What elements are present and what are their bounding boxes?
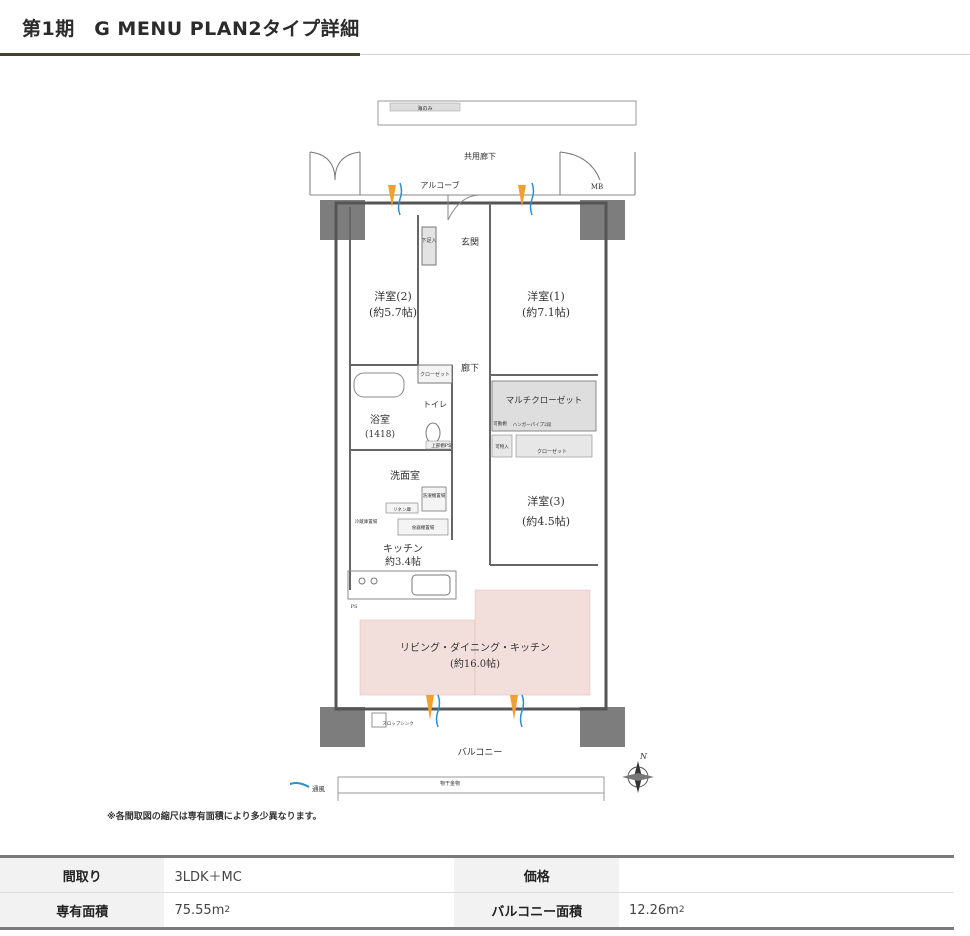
spec-row-1: 間取り 3LDK＋MC 価格 (0, 858, 954, 892)
label-kitchen-size: 約3.4帖 (385, 555, 421, 568)
wind-marker-top-left (388, 182, 403, 216)
area-value: 75.55m (174, 902, 225, 918)
label-ldk: リビング・ダイニング・キッチン (400, 641, 550, 654)
ldk-area-2 (474, 589, 591, 696)
label-movable-storage: 可物入 (495, 443, 509, 450)
label-room3: 洋室(3) (527, 494, 565, 508)
area-unit-sup: 2 (224, 905, 231, 915)
page-header: 第1期 G MENU PLAN2タイプ詳細 (0, 0, 970, 56)
floor-plan: 海のみ 共用廊下 アルコーブ MB 下足入 玄関 洋室(2) (約5.7 (204, 95, 670, 805)
wind-marker-top-right (518, 182, 535, 216)
label-dish: 食器棚置場 (412, 524, 435, 531)
legend-wind-icon (284, 782, 310, 788)
label-closet: クローゼット (420, 371, 450, 378)
label-bath-size: (1418) (365, 429, 395, 440)
compass-north: N (639, 752, 648, 761)
label-multi-closet: マルチクローゼット (506, 395, 583, 406)
legend-wind-label: 通風 (312, 784, 326, 793)
page-title: 第1期 G MENU PLAN2タイプ詳細 (22, 18, 360, 40)
layout-value: 3LDK＋MC (174, 869, 242, 885)
label-ps-kitchen: PS (351, 604, 358, 610)
label-hallway: 廊下 (461, 362, 479, 374)
compass-icon (622, 761, 654, 793)
header-divider (0, 54, 970, 55)
label-corridor: 共用廊下 (464, 151, 496, 161)
scale-note: ※各間取図の縮尺は専有面積により多少異なります。 (107, 812, 322, 822)
label-bath: 浴室 (370, 413, 390, 426)
label-balcony: バルコニー (458, 747, 503, 758)
label-ps-top: PS (445, 443, 452, 449)
balcony-unit-sup: 2 (678, 905, 685, 915)
label-room3-size: (約4.5帖) (522, 514, 570, 528)
label-clothes-hanger: 物干金物 (440, 780, 460, 787)
label-entrance: 玄関 (461, 236, 479, 248)
label-movable-shelf: 可動棚 (493, 420, 507, 427)
price-value (619, 858, 954, 892)
wind-marker-bottom-left (426, 694, 441, 728)
label-hanger: ハンガーパイプ2段 (513, 421, 552, 428)
label-washroom: 洗面室 (390, 469, 420, 482)
wind-marker-bottom-right (510, 694, 525, 728)
label-upper-shelf: 上部棚 (431, 442, 445, 449)
label-closet3: クローゼット (537, 448, 567, 455)
balcony-area-label: バルコニー面積 (454, 893, 619, 927)
ldk-area-1 (359, 619, 476, 696)
label-room1: 洋室(1) (527, 289, 565, 303)
area-label: 専有面積 (0, 893, 165, 927)
header-accent-bar (0, 53, 360, 56)
price-label: 価格 (454, 858, 619, 892)
label-linen: リネン庫 (393, 506, 411, 513)
label-room2: 洋室(2) (374, 289, 412, 303)
label-washer: 洗濯機置場 (423, 492, 446, 499)
label-slop-sink: スロップシンク (382, 721, 414, 727)
label-toilet: トイレ (423, 400, 447, 409)
label-top: 海のみ (417, 105, 432, 112)
balcony-area-value: 12.26m (628, 902, 679, 918)
label-room1-size: (約7.1帖) (522, 305, 570, 319)
label-mb: MB (591, 183, 603, 191)
label-fridge: 冷蔵庫置場 (355, 518, 378, 525)
label-ldk-size: (約16.0帖) (450, 657, 500, 670)
layout-label: 間取り (0, 858, 165, 892)
label-alcove: アルコーブ (420, 180, 459, 190)
label-shoe: 下足入 (421, 238, 436, 244)
label-kitchen: キッチン (383, 543, 423, 555)
label-room2-size: (約5.7帖) (369, 305, 417, 319)
